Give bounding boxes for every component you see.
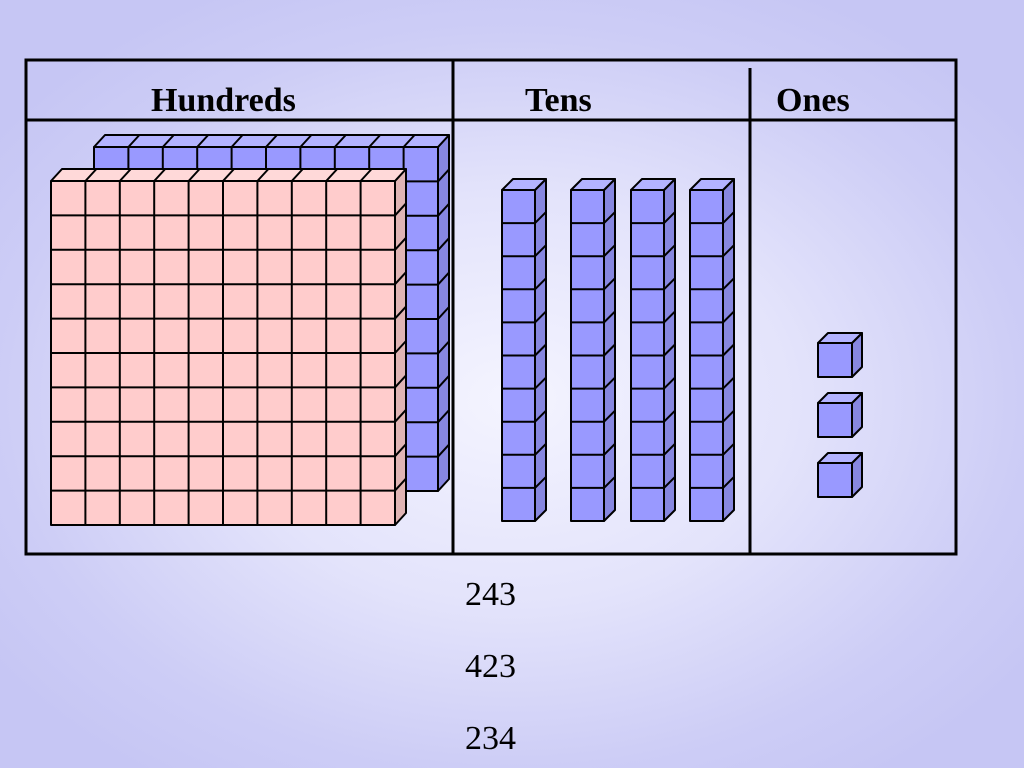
place-value-table — [24, 58, 958, 556]
ten-rod-1 — [501, 178, 547, 522]
ten-rod-3 — [630, 178, 676, 522]
tens-rods — [501, 178, 735, 522]
hundred-flat-2 — [50, 168, 407, 526]
answer-choice-2[interactable]: 423 — [465, 648, 516, 685]
table-headers: Hundreds Tens Ones — [151, 82, 850, 119]
answer-choice-1[interactable]: 243 — [465, 576, 516, 613]
ones-cubes — [817, 332, 863, 498]
header-ones: Ones — [776, 82, 850, 119]
header-hundreds: Hundreds — [151, 82, 296, 119]
ten-rod-2 — [570, 178, 616, 522]
table-border — [24, 58, 958, 556]
header-tens: Tens — [525, 82, 592, 119]
ten-rod-4 — [689, 178, 735, 522]
answer-choice-3[interactable]: 234 — [465, 720, 516, 757]
one-cube-1 — [817, 332, 863, 378]
hundreds-blocks — [50, 134, 450, 526]
one-cube-2 — [817, 392, 863, 438]
one-cube-3 — [817, 452, 863, 498]
